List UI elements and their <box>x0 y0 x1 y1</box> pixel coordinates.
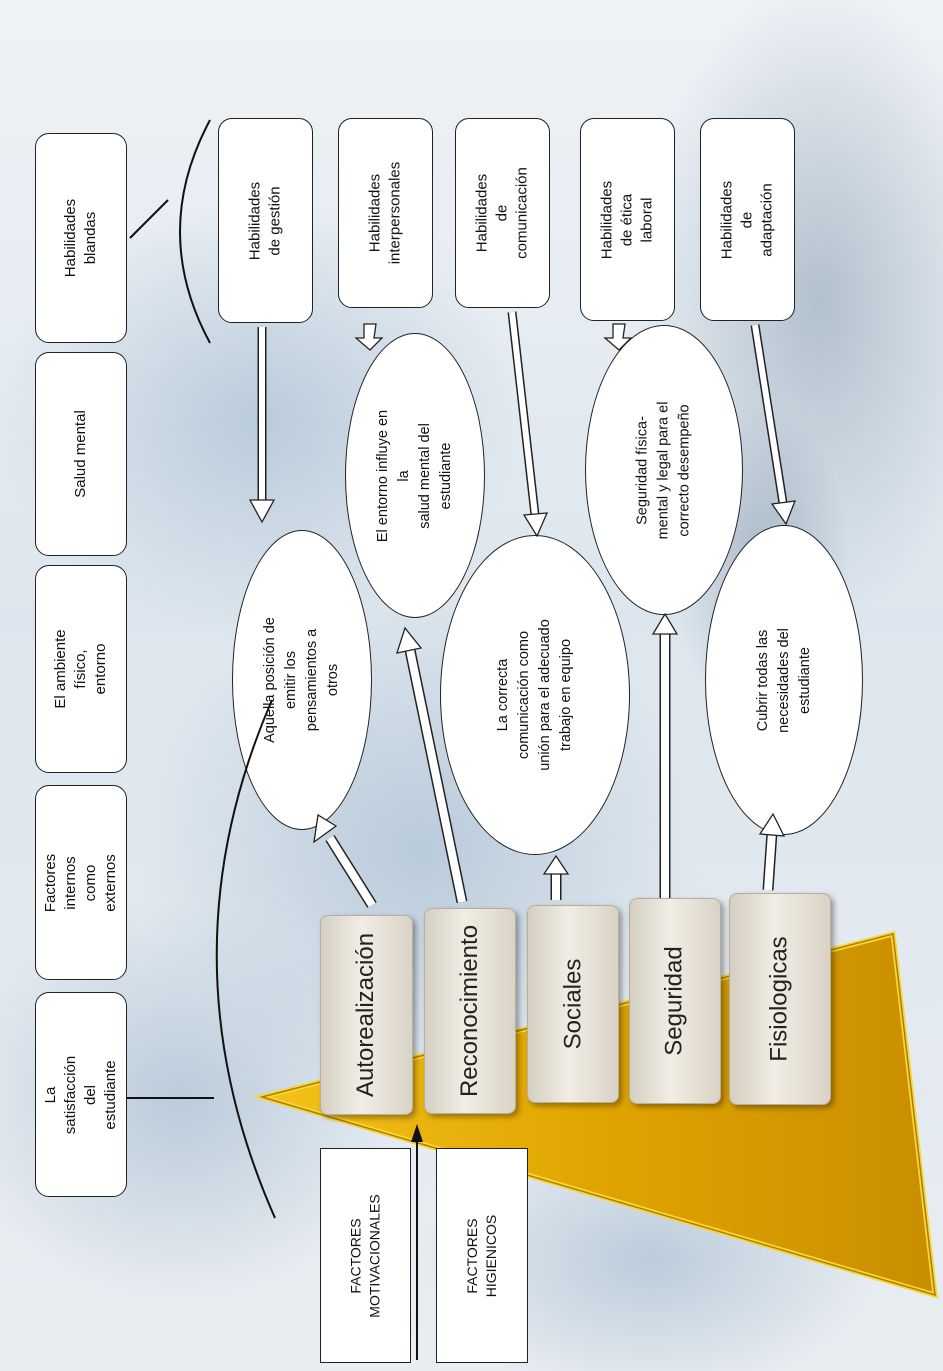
tier-seguridad-label: Seguridad <box>661 946 689 1056</box>
box-soft-skills-label: Habilidades blandas <box>62 198 99 278</box>
skill-interpersonal-label: Habilidades interpersonales <box>366 161 404 265</box>
desc-express-thoughts-label: Aquella posición de emitir los pensamien… <box>262 617 341 743</box>
desc-safety-label: Seguridad física- mental y legal para el… <box>634 401 693 539</box>
skill-management: Habilidades de gestión <box>218 118 313 323</box>
factor-hygienic: FACTORES HIGIENICOS <box>436 1148 528 1363</box>
box-internal-external-factors: Factores internos como externos <box>35 785 127 980</box>
tier-reconocimiento: Reconocimiento <box>424 908 516 1114</box>
factor-motivational-label: FACTORES MOTIVACIONALES <box>347 1193 383 1318</box>
skill-adaptation: Habilidades de adaptación <box>700 118 795 321</box>
box-mental-health: Salud mental <box>35 352 127 556</box>
tier-fisiologicas-label: Fisiologicas <box>766 936 794 1062</box>
box-soft-skills: Habilidades blandas <box>35 133 127 343</box>
desc-cover-needs: Cubrir todas las necesidades del estudia… <box>705 525 863 835</box>
desc-environment-influence: El entorno influye en la salud mental de… <box>345 333 485 618</box>
desc-express-thoughts: Aquella posición de emitir los pensamien… <box>232 530 372 830</box>
desc-safety: Seguridad física- mental y legal para el… <box>585 325 743 615</box>
desc-team-communication: La correcta comunicación como unión para… <box>440 535 630 855</box>
tier-autorealizacion: Autorealización <box>320 915 413 1115</box>
skill-work-ethics-label: Habilidades de ética laboral <box>598 180 656 259</box>
tier-seguridad: Seguridad <box>629 898 721 1104</box>
tier-autorealizacion-label: Autorealización <box>352 932 380 1098</box>
box-student-satisfaction: La satisfacción del estudiante <box>35 992 127 1197</box>
tier-sociales-label: Sociales <box>559 958 586 1050</box>
skill-management-label: Habilidades de gestión <box>246 181 284 260</box>
factor-hygienic-label: FACTORES HIGIENICOS <box>464 1214 499 1297</box>
box-internal-external-factors-label: Factores internos como externos <box>42 853 119 912</box>
desc-cover-needs-label: Cubrir todas las necesidades del estudia… <box>754 627 813 733</box>
tier-fisiologicas: Fisiologicas <box>729 893 831 1105</box>
skill-communication-label: Habilidades de comunicación <box>473 167 531 259</box>
box-student-satisfaction-label: La satisfacción del estudiante <box>42 1055 119 1134</box>
box-physical-environment-label: El ambiente físico, entorno <box>52 629 109 709</box>
skill-adaptation-label: Habilidades de adaptación <box>718 180 776 259</box>
tier-reconocimiento-label: Reconocimiento <box>456 924 483 1098</box>
tier-sociales: Sociales <box>527 905 619 1103</box>
desc-team-communication-label: La correcta comunicación como unión para… <box>494 619 574 771</box>
factor-motivational: FACTORES MOTIVACIONALES <box>320 1148 411 1363</box>
desc-environment-influence-label: El entorno influye en la salud mental de… <box>375 409 454 542</box>
skill-interpersonal: Habilidades interpersonales <box>338 118 433 308</box>
box-mental-health-label: Salud mental <box>72 410 89 498</box>
skill-work-ethics: Habilidades de ética laboral <box>580 118 675 321</box>
box-physical-environment: El ambiente físico, entorno <box>35 565 127 773</box>
skill-communication: Habilidades de comunicación <box>455 118 550 308</box>
